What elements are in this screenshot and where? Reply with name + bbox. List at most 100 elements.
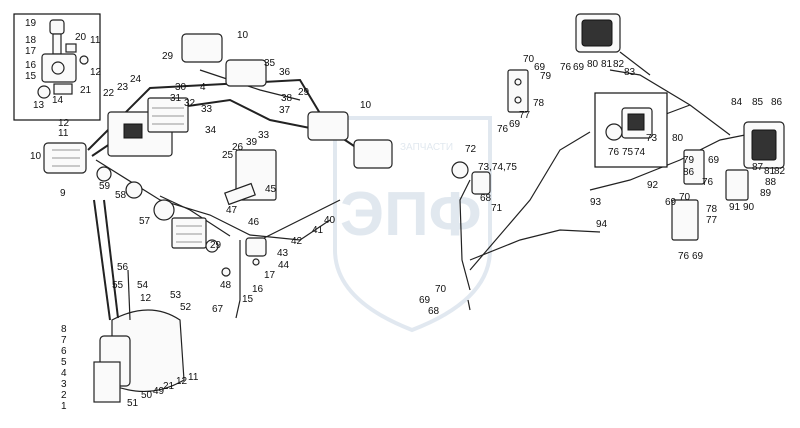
callout-c29c: 29	[210, 240, 222, 251]
callout-c45: 45	[265, 184, 277, 195]
callout-c80a: 80	[587, 59, 599, 70]
callout-c58: 58	[115, 190, 127, 201]
callout-c76c: 76	[608, 147, 620, 158]
watermark-brand-big: ЭПФ	[340, 180, 482, 249]
callout-c51: 51	[127, 398, 139, 409]
callout-c737475: 73,74,75	[478, 162, 517, 173]
callout-c53: 53	[170, 290, 182, 301]
callout-c21a: 21	[80, 85, 92, 96]
callout-c79b: 79	[683, 155, 695, 166]
callout-c17b: 17	[264, 270, 276, 281]
callout-c30: 30	[175, 82, 187, 93]
callout-c89: 89	[760, 188, 772, 199]
callout-c85: 85	[752, 97, 764, 108]
callout-c81b: 81	[764, 166, 776, 177]
callout-c33a: 33	[201, 104, 213, 115]
callout-c68b: 68	[428, 306, 440, 317]
callout-c82b: 82	[774, 166, 786, 177]
callout-c82a: 82	[613, 59, 625, 70]
tail-lamp-right	[743, 121, 785, 169]
callout-c83: 83	[624, 67, 636, 78]
callout-c70a: 70	[435, 284, 447, 295]
callout-c41: 41	[312, 225, 324, 236]
callout-c24: 24	[130, 74, 142, 85]
callout-c49: 49	[153, 386, 165, 397]
callout-c12b: 12	[58, 118, 70, 129]
callout-c79a: 79	[540, 71, 552, 82]
callout-c39: 39	[246, 137, 258, 148]
callout-c43: 43	[277, 248, 289, 259]
callout-c69g: 69	[692, 251, 704, 262]
callout-c92: 92	[647, 180, 659, 191]
callout-c16a: 16	[25, 60, 37, 71]
callout-c37: 37	[279, 105, 291, 116]
callout-c4: 4	[200, 82, 206, 93]
washer-reservoir	[93, 199, 185, 403]
watermark-shield	[333, 116, 492, 333]
work-lamp-center	[307, 111, 393, 169]
callout-c33b: 33	[258, 130, 270, 141]
callout-c21b: 21	[163, 381, 175, 392]
callout-c71: 71	[491, 203, 503, 214]
callout-c76b: 76	[560, 62, 572, 73]
callout-c12a: 12	[90, 67, 102, 78]
callout-c32: 32	[184, 98, 196, 109]
switch-center	[451, 161, 491, 195]
callout-c48: 48	[220, 280, 232, 291]
callout-c38: 38	[281, 93, 293, 104]
callout-c94: 94	[596, 219, 608, 230]
watermark-brand-small: ЗАПЧАСТИ	[400, 142, 453, 153]
callout-c50: 50	[141, 390, 153, 401]
callout-c72: 72	[465, 144, 477, 155]
callout-c12d: 12	[176, 376, 188, 387]
work-lamp-top-right	[575, 13, 651, 76]
bracket-right	[671, 149, 749, 241]
callout-c18: 18	[25, 35, 37, 46]
callout-c67: 67	[212, 304, 224, 315]
callout-c70c: 70	[679, 192, 691, 203]
callout-c10a: 10	[30, 151, 42, 162]
callout-c69d: 69	[573, 62, 585, 73]
callout-c69f: 69	[665, 197, 677, 208]
callout-c11c: 11	[188, 372, 199, 383]
callout-c23: 23	[117, 82, 129, 93]
callout-c56: 56	[117, 262, 129, 273]
callout-c93: 93	[590, 197, 602, 208]
callout-c42: 42	[291, 236, 303, 247]
callout-c8: 8	[61, 324, 67, 335]
callout-c36: 36	[279, 67, 291, 78]
callout-c87: 87	[752, 162, 764, 173]
callout-c76e: 76	[678, 251, 690, 262]
callout-c75: 75	[622, 147, 634, 158]
callout-c77b: 77	[706, 215, 718, 226]
callout-c69e: 69	[708, 155, 720, 166]
callout-c15b: 15	[242, 294, 254, 305]
callout-c19: 19	[25, 18, 37, 29]
callout-c78b: 78	[706, 204, 718, 215]
inset-switch-assembly	[37, 19, 89, 99]
callout-c34: 34	[205, 125, 217, 136]
callout-c74: 74	[634, 147, 646, 158]
callout-c57: 57	[139, 216, 151, 227]
callout-c55: 55	[112, 280, 124, 291]
callout-c80b: 80	[672, 133, 684, 144]
callout-c73b: 73	[646, 133, 658, 144]
callout-c86: 86	[683, 167, 695, 178]
callout-c10c: 10	[360, 100, 372, 111]
callout-c29a: 29	[162, 51, 174, 62]
callout-c9: 9	[60, 188, 66, 199]
callout-c70b: 70	[523, 54, 535, 65]
callout-c13: 13	[33, 100, 45, 111]
callout-c14: 14	[52, 95, 64, 106]
callout-c2: 2	[61, 390, 67, 401]
callout-c69b: 69	[534, 62, 546, 73]
callout-c77a: 77	[519, 110, 531, 121]
watermark: ЗАПЧАСТИ ЭПФ	[333, 116, 492, 333]
callout-c17a: 17	[25, 46, 37, 57]
callout-c11a: 11	[90, 35, 101, 46]
callout-c31: 31	[170, 93, 182, 104]
callout-c68a: 68	[480, 193, 492, 204]
